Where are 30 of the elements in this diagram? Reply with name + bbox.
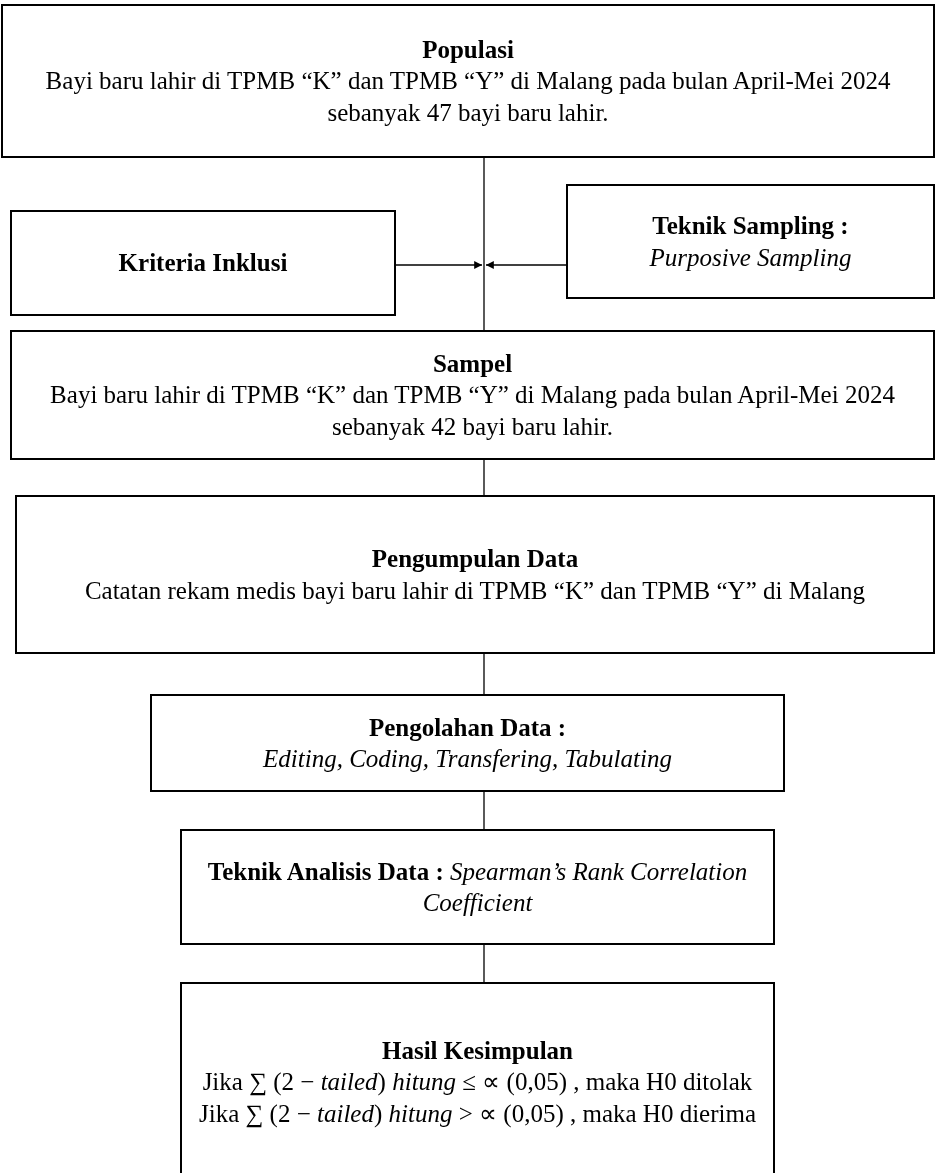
process-box: [1, 4, 935, 158]
body-text: Editing, Coding, Transfering, Tabulating: [263, 744, 672, 774]
body-text: Catatan rekam medis bayi baru lahir di TPMB “K” dan TPMB “Y” di Malang: [84, 575, 866, 606]
heading-text: Pengolahan Data :: [368, 712, 567, 743]
connector-line: [483, 944, 485, 983]
heading-text: Kriteria Inklusi: [118, 248, 288, 279]
heading-text: Pengumpulan Data: [371, 544, 579, 575]
process-box: [10, 330, 935, 460]
connector-line: [483, 653, 485, 695]
body-text: Jika ∑ (2 − tailed) hitung ≤ ∝ (0,05) , maka H0 ditolak: [202, 1067, 753, 1098]
heading-text: Hasil Kesimpulan: [382, 1036, 573, 1067]
body-text: Bayi baru lahir di TPMB “K” dan TPMB “Y” di Malang pada bulan April-Mei 2024 sebanyak 47 bayi baru lahir.: [44, 66, 892, 128]
arrow: [395, 261, 483, 269]
connector-line: [483, 157, 485, 331]
process-box: [180, 829, 775, 945]
process-box: [180, 982, 775, 1173]
body-text: Jika ∑ (2 − tailed) hitung > ∝ (0,05) , maka H0 dierima: [199, 1098, 756, 1129]
connector-line: [483, 791, 485, 830]
process-box: [566, 184, 935, 299]
process-box: [150, 694, 785, 792]
body-text: Purposive Sampling: [649, 242, 852, 273]
heading-text: Sampel: [432, 349, 513, 380]
body-text: Bayi baru lahir di TPMB “K” dan TPMB “Y” di Malang pada bulan April-Mei 2024 sebanyak 42 bayi baru lahir.: [49, 380, 896, 442]
process-box: [10, 210, 396, 316]
body-text: Teknik Analisis Data : Spearman’s Rank Correlation Coefficient: [206, 856, 749, 918]
process-box: [15, 495, 935, 654]
heading-text: Teknik Sampling :: [652, 211, 849, 242]
arrow: [485, 261, 567, 269]
heading-text: Populasi: [422, 35, 514, 66]
connector-line: [483, 459, 485, 496]
